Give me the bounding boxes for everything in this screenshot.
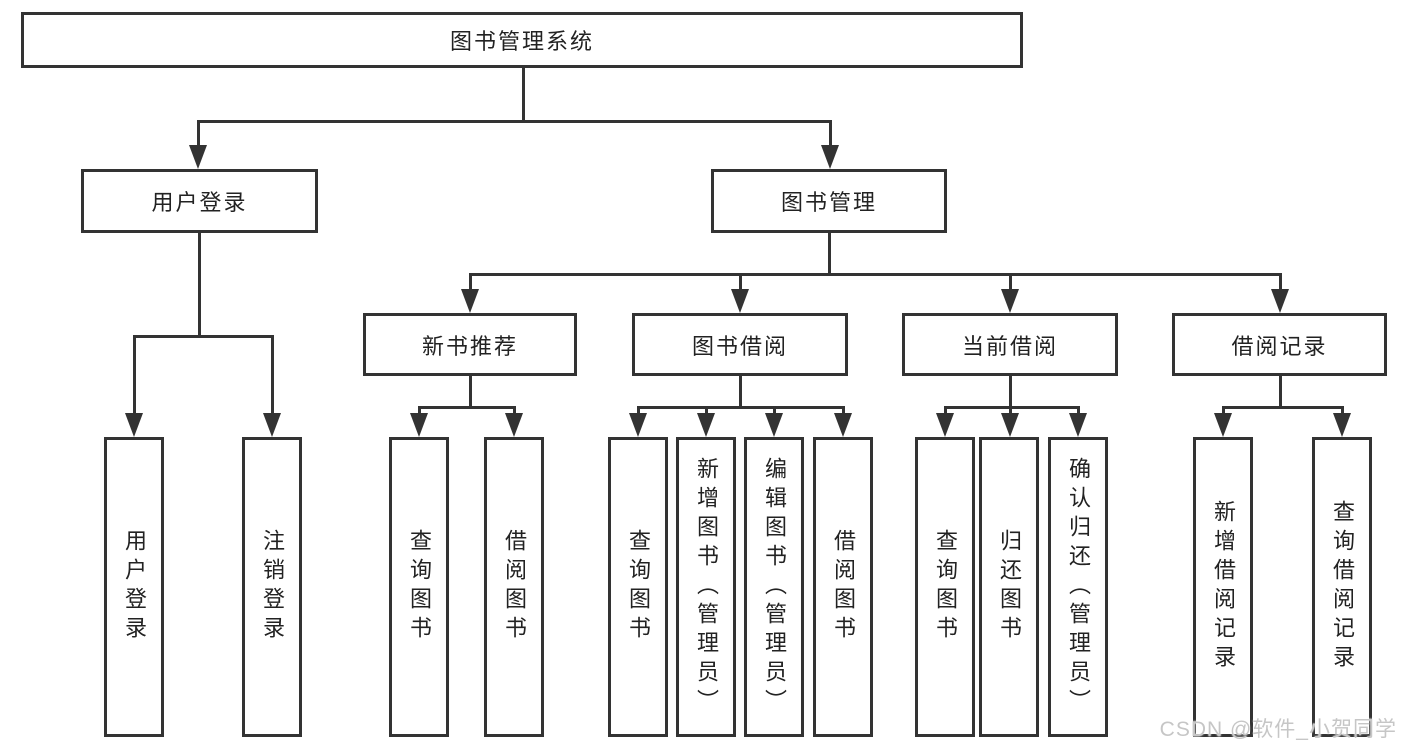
node-borrowing-records: 借阅记录 bbox=[1172, 313, 1387, 376]
connector-bar bbox=[417, 406, 516, 409]
connector-stem bbox=[772, 406, 776, 414]
node-rec-query-book: 查询图书 bbox=[389, 437, 449, 737]
connector-stem bbox=[943, 406, 947, 414]
node-leaf-user-login: 用户登录 bbox=[104, 437, 164, 737]
node-cb-confirm-return-admin: 确认归还（管理员） bbox=[1048, 437, 1108, 737]
node-book-borrowing: 图书借阅 bbox=[632, 313, 848, 376]
arrow-down-icon bbox=[834, 413, 852, 437]
connector-bar bbox=[196, 120, 832, 123]
node-leaf-logout: 注销登录 bbox=[242, 437, 302, 737]
connector-bar bbox=[636, 406, 845, 409]
arrow-down-icon bbox=[731, 289, 749, 313]
arrow-down-icon bbox=[125, 413, 143, 437]
arrow-down-icon bbox=[1001, 289, 1019, 313]
node-current-borrowing: 当前借阅 bbox=[902, 313, 1118, 376]
arrow-down-icon bbox=[410, 413, 428, 437]
connector-trunk bbox=[468, 376, 472, 409]
watermark: CSDN @软件_小贺同学 bbox=[1159, 718, 1397, 741]
arrow-down-icon bbox=[263, 413, 281, 437]
connector-bar bbox=[1221, 406, 1344, 409]
connector-trunk bbox=[1008, 376, 1012, 409]
connector-stem bbox=[512, 406, 516, 414]
arrow-down-icon bbox=[461, 289, 479, 313]
connector-stem bbox=[1278, 273, 1282, 290]
node-book-management: 图书管理 bbox=[711, 169, 947, 233]
connector-stem bbox=[196, 120, 200, 146]
node-bb-add-book-admin: 新增图书（管理员） bbox=[676, 437, 736, 737]
connector-stem bbox=[828, 120, 832, 146]
connector-stem bbox=[704, 406, 708, 414]
arrow-down-icon bbox=[1214, 413, 1232, 437]
arrow-down-icon bbox=[505, 413, 523, 437]
connector-trunk bbox=[827, 233, 831, 276]
connector-stem bbox=[468, 273, 472, 290]
arrow-down-icon bbox=[629, 413, 647, 437]
node-bb-query-book: 查询图书 bbox=[608, 437, 668, 737]
arrow-down-icon bbox=[1271, 289, 1289, 313]
connector-stem bbox=[841, 406, 845, 414]
node-br-query-record: 查询借阅记录 bbox=[1312, 437, 1372, 737]
connector-stem bbox=[1340, 406, 1344, 414]
connector-trunk bbox=[738, 376, 742, 409]
connector-stem bbox=[1076, 406, 1080, 414]
arrow-down-icon bbox=[1333, 413, 1351, 437]
node-cb-query-book: 查询图书 bbox=[915, 437, 975, 737]
connector-stem bbox=[132, 335, 136, 414]
arrow-down-icon bbox=[1001, 413, 1019, 437]
arrow-down-icon bbox=[821, 145, 839, 169]
arrow-down-icon bbox=[765, 413, 783, 437]
node-bb-edit-book-admin: 编辑图书（管理员） bbox=[744, 437, 804, 737]
connector-bar bbox=[132, 335, 274, 338]
node-br-add-record: 新增借阅记录 bbox=[1193, 437, 1253, 737]
node-library-management-system: 图书管理系统 bbox=[21, 12, 1023, 68]
arrow-down-icon bbox=[936, 413, 954, 437]
node-cb-return-book: 归还图书 bbox=[979, 437, 1039, 737]
connector-stem bbox=[417, 406, 421, 414]
node-rec-borrow-book: 借阅图书 bbox=[484, 437, 544, 737]
connector-stem bbox=[1008, 273, 1012, 290]
connector-stem bbox=[1221, 406, 1225, 414]
node-bb-borrow-book: 借阅图书 bbox=[813, 437, 873, 737]
arrow-down-icon bbox=[697, 413, 715, 437]
connector-bar bbox=[468, 273, 1282, 276]
node-user-login: 用户登录 bbox=[81, 169, 318, 233]
connector-stem bbox=[270, 335, 274, 414]
connector-bar bbox=[943, 406, 1080, 409]
connector-stem bbox=[636, 406, 640, 414]
arrow-down-icon bbox=[1069, 413, 1087, 437]
connector-trunk bbox=[521, 68, 525, 123]
arrow-down-icon bbox=[189, 145, 207, 169]
connector-trunk bbox=[1278, 376, 1282, 409]
connector-stem bbox=[1008, 406, 1012, 414]
node-new-book-recommend: 新书推荐 bbox=[363, 313, 577, 376]
connector-stem bbox=[738, 273, 742, 290]
connector-trunk bbox=[197, 233, 201, 338]
